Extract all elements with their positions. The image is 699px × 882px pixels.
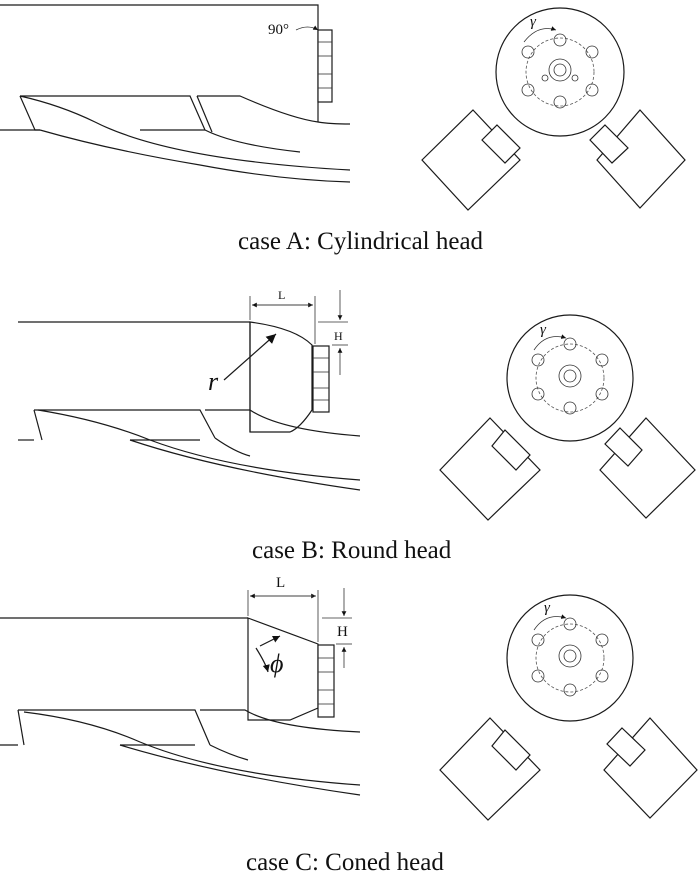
case-b-caption: case B: Round head [252,537,452,564]
case-a-tool-head [317,29,333,103]
case-a-angle-label: 90° [268,22,289,38]
case-c-height-label: H [337,624,348,640]
case-b-length-label: L [278,288,285,302]
case-a-front-view: γ [421,7,686,211]
case-c-length-label: L [276,575,285,591]
case-c-caption: case C: Coned head [246,849,444,876]
case-c-gamma-label: γ [544,600,551,616]
case-c-cone-angle-label: ϕ [270,649,283,678]
case-b-height-label: H [334,329,343,343]
case-c-tool-head [317,644,335,718]
case-c-side-view: L H ϕ [0,575,361,796]
case-a-caption: case A: Cylindrical head [238,228,484,255]
case-b-tool-head [312,345,330,413]
case-c-front-view: γ [439,594,698,821]
case-b-side-view: L H r [18,288,361,491]
case-a-gamma-label: γ [530,14,537,30]
case-b-radius-label: r [208,367,219,396]
case-b-gamma-label: γ [540,322,547,338]
case-b-front-view: γ [439,314,696,521]
case-a-side-view: 90° [0,4,351,183]
